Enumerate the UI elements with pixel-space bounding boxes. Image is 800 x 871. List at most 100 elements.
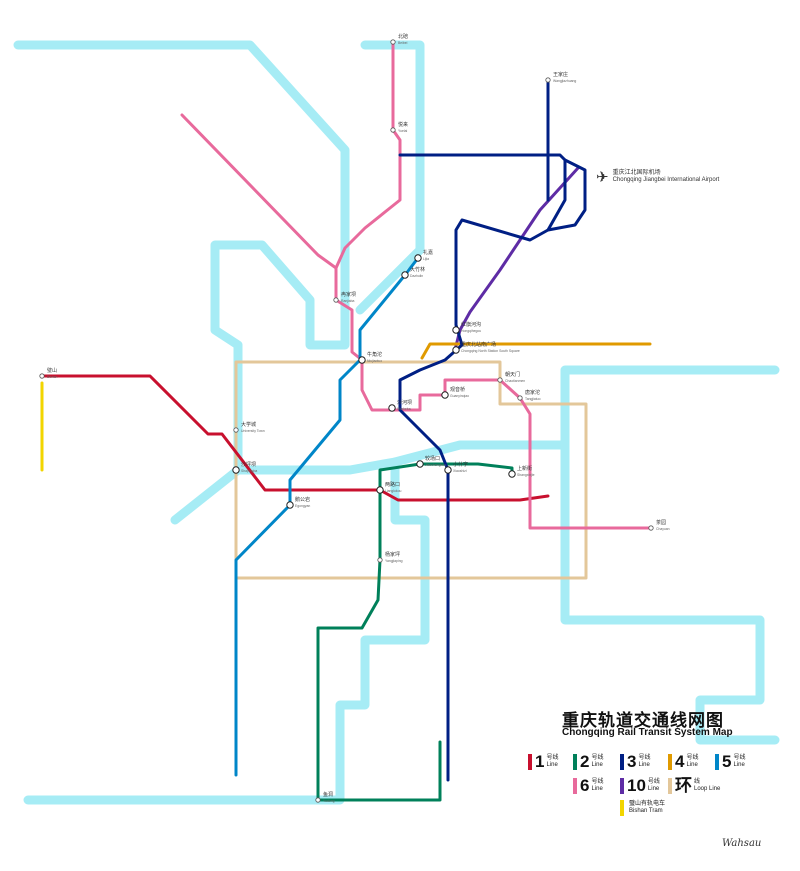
station-marker-s18[interactable] [390,39,396,45]
station-label-s18: 北碚 [398,33,408,40]
legend-en: Line [647,786,660,792]
station-label-s6: 牛角沱 [367,351,382,358]
legend-en: Line [733,762,745,768]
legend-en: Bishan Tram [629,808,663,814]
airport-marker: ✈ 重庆江北国际机场 Chongqing Jiangbei Internatio… [596,168,719,186]
station-label-s12: 重庆北站南广场 [461,341,496,348]
station-marker-s19[interactable] [286,501,294,509]
legend-swatch [620,754,624,770]
station-marker-s5[interactable] [376,486,384,494]
legend-en: Line [591,762,603,768]
yangtze-river-southeast [560,440,780,745]
station-marker-s10[interactable] [414,254,422,262]
legend-swatch [528,754,532,770]
legend-number: 1 [535,752,545,771]
legend-en: Line [686,762,698,768]
station-marker-s8[interactable] [333,297,339,303]
station-marker-s1[interactable] [388,404,396,412]
station-marker-s22[interactable] [39,373,45,379]
station-marker-s3[interactable] [444,466,452,474]
legend-suffix: 号线 [638,755,651,761]
station-marker-s9[interactable] [401,271,409,279]
legend-swatch [573,754,577,770]
station-label-s7: 红旗河沟 [461,321,481,328]
station-marker-s6[interactable] [358,356,366,364]
station-label-en-s13: Guanyinqiao [450,394,469,398]
station-label-s16: 杨家坪 [385,551,400,558]
station-label-s11: 悦来 [398,121,408,128]
legend-swatch [620,778,624,794]
station-label-s20: 唐家沱 [525,389,540,396]
station-marker-s2[interactable] [233,427,239,433]
station-label-s4: 朝天门 [505,371,520,378]
station-label-s14: 鱼洞 [323,791,333,798]
station-label-s21: 茶园 [656,519,666,526]
station-label-en-s5: Lianglukou [385,489,402,493]
station-marker-s21[interactable] [648,525,654,531]
legend-suffix: 号线 [733,755,746,761]
station-label-en-s16: Yangjiaping [385,559,403,563]
station-label-en-s11: Yuelai [398,129,407,133]
station-label-s1: 沙河坝 [397,399,412,406]
station-label-en-s21: Chayuan [656,527,670,531]
station-marker-s11[interactable] [390,127,396,133]
legend-number: 2 [580,752,590,771]
station-marker-s7[interactable] [452,326,460,334]
line-3 [398,78,587,782]
line-3-east-loop [546,158,587,232]
line-5-path [234,256,420,777]
station-label-s15: 较场口 [425,455,440,462]
station-label-en-s8: Ranjiaba [341,299,354,303]
station-marker-s24[interactable] [508,470,516,478]
station-label-s8: 冉家坝 [341,291,356,298]
legend-number: 4 [675,752,685,771]
station-marker-s4[interactable] [497,377,503,383]
station-marker-s20[interactable] [517,395,523,401]
station-label-s22: 璧山 [47,367,57,374]
line-3-path [398,153,567,782]
legend-suffix: 号线 [686,755,699,761]
airplane-icon: ✈ [596,169,609,186]
station-label-s5: 两路口 [385,481,400,488]
station-label-s24: 上新街 [517,465,532,472]
legend-number: 3 [627,752,637,771]
station-label-en-s7: Hongqihegou [461,329,481,333]
yangtze-river-south [23,457,430,805]
station-label-s13: 观音桥 [450,386,465,393]
yangtze-river-west [170,465,243,525]
legend-swatch [668,754,672,770]
station-label-en-s3: Xiaoshizi [453,469,467,473]
legend-suffix: 线 [694,779,701,785]
station-marker-s15[interactable] [416,460,424,468]
station-label-en-s6: Niujiaotuo [367,359,382,363]
airport-name-cn: 重庆江北国际机场 [612,170,661,176]
airport-name-en: Chongqing Jiangbei International Airport [612,177,720,183]
station-marker-s12[interactable] [452,346,460,354]
legend-swatch [573,778,577,794]
station-marker-s23[interactable] [545,77,551,83]
legend-suffix: 璧山有轨电车 [629,801,666,807]
legend-en: Line [546,762,558,768]
station-marker-s16[interactable] [377,557,383,563]
jialing-river-north [13,40,350,475]
station-marker-s13[interactable] [441,391,449,399]
legend-en: Loop Line [694,786,721,792]
yangtze-river-east [233,365,780,475]
line-10 [453,166,580,352]
line-5 [234,256,420,777]
station-marker-s17[interactable] [232,466,240,474]
station-marker-s14[interactable] [315,797,321,803]
river-network [13,40,780,805]
station-label-en-s1: Shaheba [397,407,411,411]
